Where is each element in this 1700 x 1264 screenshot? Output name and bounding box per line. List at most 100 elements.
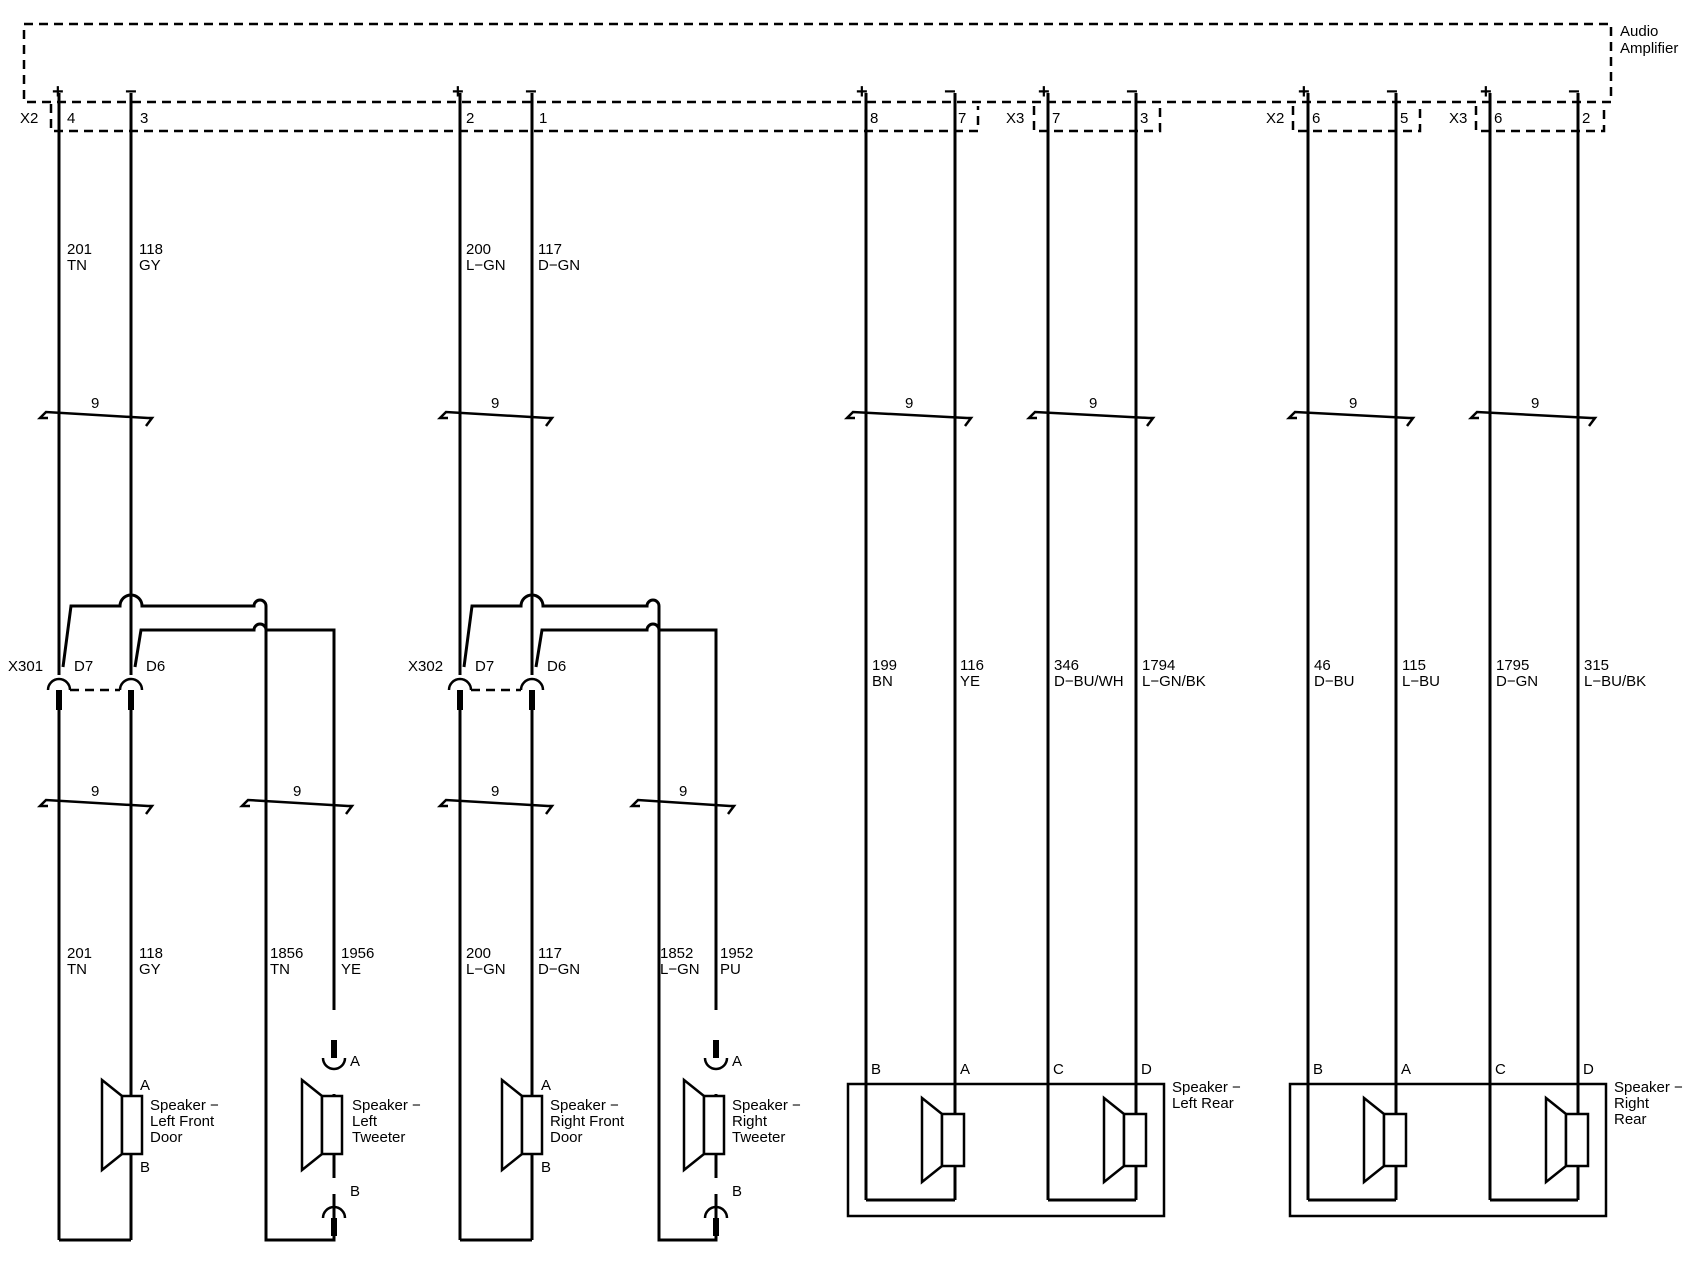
pin-numbers: 4 3 2 1 8 7 7 3 6 5 6 2 [67, 110, 1590, 127]
connector-shells: X2 X3 X2 X3 [20, 104, 1606, 133]
svg-text:9: 9 [1531, 395, 1539, 412]
plus-mark: + [1298, 81, 1310, 103]
circuit-number: 201 [67, 945, 92, 962]
speaker-label: Speaker − [1614, 1079, 1683, 1096]
bundle-symbols: 9 9 9 9 9 9 9 9 9 9 [36, 395, 1598, 815]
circuit-number: 1794 [1142, 657, 1175, 674]
speaker-icon [1362, 1095, 1386, 1185]
inline-connector-x302: X302 D7 D6 [408, 658, 566, 710]
speaker-label: Speaker − [150, 1097, 219, 1114]
cavity-d6-label: D6 [547, 658, 566, 675]
wire-color: L−BU/BK [1584, 673, 1646, 690]
wire-color: YE [341, 961, 361, 978]
speaker-icon [1102, 1095, 1126, 1185]
circuit-number: 118 [139, 945, 163, 962]
speaker-label: Rear [1614, 1111, 1647, 1128]
amplifier-label-line1: Audio [1620, 23, 1658, 40]
speaker-label: Right [732, 1113, 768, 1130]
connector-x3-b: X3 [1449, 110, 1467, 127]
bundle-symbol: 9 [843, 395, 974, 427]
connector-x302-label: X302 [408, 658, 443, 675]
speaker-left-front-door: A B Speaker − Left Front Door [100, 1077, 219, 1176]
pin-number: 4 [67, 110, 75, 127]
speaker-left-tweeter: A B Speaker − Left Tweeter [300, 1053, 421, 1200]
speaker-right-tweeter: A B Speaker − Right Tweeter [682, 1053, 801, 1200]
wire-color: L−GN/BK [1142, 673, 1206, 690]
pin-number: 2 [1582, 110, 1590, 127]
circuit-number: 199 [872, 657, 897, 674]
svg-text:9: 9 [679, 783, 687, 800]
minus-mark: − [525, 81, 537, 103]
cavity-d7-label: D7 [74, 658, 93, 675]
terminal-a: A [541, 1077, 551, 1094]
speaker-label: Right Front [550, 1113, 625, 1130]
wire-color: GY [139, 257, 161, 274]
speaker-label: Door [150, 1129, 183, 1146]
connector-x301-label: X301 [8, 658, 43, 675]
speaker-label: Speaker − [732, 1097, 801, 1114]
plus-mark: + [856, 81, 868, 103]
terminal-a: A [140, 1077, 150, 1094]
speaker-icon [920, 1095, 944, 1185]
circuit-number: 118 [139, 241, 163, 258]
wire-color: TN [67, 961, 87, 978]
terminal-b: B [871, 1061, 881, 1078]
circuit-number: 117 [538, 241, 562, 258]
speaker-label: Speaker − [1172, 1079, 1241, 1096]
pin-number: 6 [1312, 110, 1320, 127]
terminal-b: B [140, 1159, 150, 1176]
pin-number: 7 [1052, 110, 1060, 127]
wire-color: YE [960, 673, 980, 690]
circuit-number: 1956 [341, 945, 374, 962]
circuit-number: 116 [960, 657, 984, 674]
connector-x2-b: X2 [1266, 110, 1284, 127]
wire-labels-middle: 199 BN 116 YE 346 D−BU/WH 1794 L−GN/BK 4… [872, 657, 1646, 690]
wire-color: D−GN [1496, 673, 1538, 690]
circuit-number: 46 [1314, 657, 1331, 674]
wire-color: GY [139, 961, 161, 978]
speaker-left-rear: B A C D Speaker − Left Rear [846, 1061, 1241, 1218]
speaker-right-front-door: A B Speaker − Right Front Door [500, 1077, 625, 1176]
bundle-symbol: 9 [36, 395, 155, 427]
inline-connector-x301: X301 D7 D6 [8, 658, 165, 710]
circuit-number: 115 [1402, 657, 1426, 674]
svg-text:9: 9 [1089, 395, 1097, 412]
bundle-symbol: 9 [1467, 395, 1598, 427]
bundle-symbol: 9 [628, 783, 737, 815]
speaker-right-rear: B A C D Speaker − Right Rear [1288, 1061, 1683, 1218]
speaker-label: Speaker − [352, 1097, 421, 1114]
minus-mark: − [1386, 81, 1398, 103]
plus-mark: + [1038, 81, 1050, 103]
wire-labels-top: 201 TN 118 GY 200 L−GN 117 D−GN [67, 241, 580, 274]
speaker-label: Right [1614, 1095, 1650, 1112]
plus-mark: + [452, 81, 464, 103]
minus-mark: − [944, 81, 956, 103]
circuit-number: 315 [1584, 657, 1609, 674]
pin-number: 7 [958, 110, 966, 127]
wire-color: TN [270, 961, 290, 978]
audio-amplifier: Audio Amplifier [22, 22, 1678, 104]
wires [57, 93, 1580, 1242]
wire-color: D−GN [538, 257, 580, 274]
connector-x3-a: X3 [1006, 110, 1024, 127]
circuit-number: 1795 [1496, 657, 1529, 674]
speaker-label: Speaker − [550, 1097, 619, 1114]
terminal-c: C [1495, 1061, 1506, 1078]
circuit-number: 1852 [660, 945, 693, 962]
speaker-label: Left Rear [1172, 1095, 1234, 1112]
speaker-icon [1544, 1095, 1568, 1185]
terminal-a: A [960, 1061, 970, 1078]
pin-number: 5 [1400, 110, 1408, 127]
pin-number: 2 [466, 110, 474, 127]
speaker-icon [500, 1077, 524, 1173]
wire-color: L−GN [466, 961, 506, 978]
plus-mark: + [52, 81, 64, 103]
speaker-label: Tweeter [352, 1129, 405, 1146]
circuit-number: 200 [466, 945, 491, 962]
wire-labels-bottom: 201 TN 118 GY 1856 TN 1956 YE 200 L−GN 1… [67, 945, 753, 978]
wire-color: TN [67, 257, 87, 274]
circuit-number: 1952 [720, 945, 753, 962]
bundle-symbol: 9 [436, 395, 555, 427]
wire-color: BN [872, 673, 893, 690]
tweeter-connectors [321, 1040, 729, 1236]
